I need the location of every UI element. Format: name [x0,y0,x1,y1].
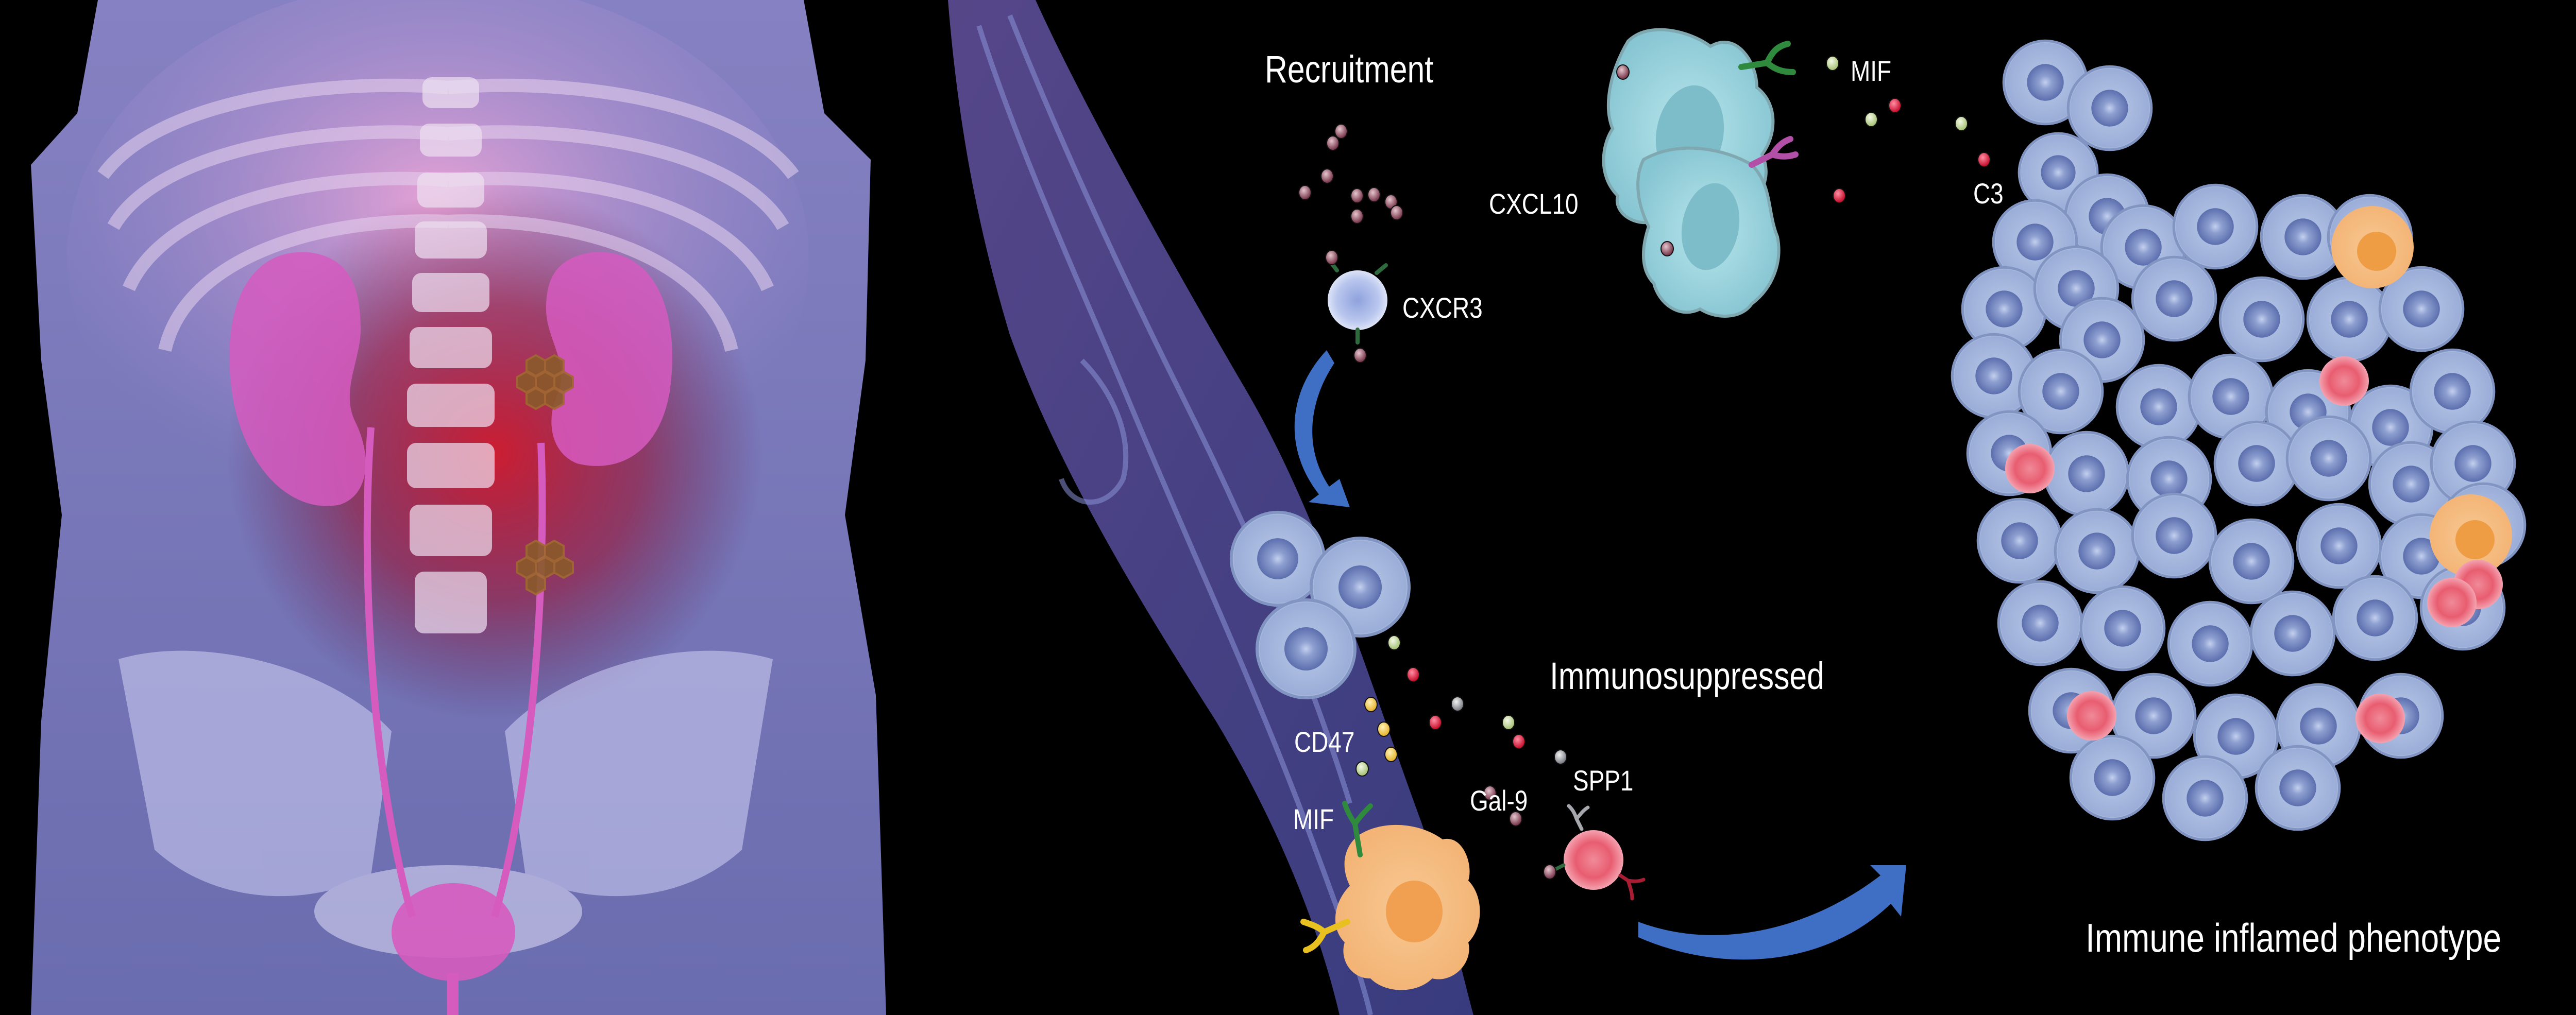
ligand-ball [1543,864,1556,880]
arrow-recruitment-icon [1294,350,1350,507]
ligand-ball [1320,168,1334,184]
ligand-ball [1865,112,1878,127]
t-cell-pink [1551,804,1646,901]
label-mif-top: MIF [1851,55,1892,87]
ligand-ball [1554,749,1567,765]
ligand-ball [1502,715,1515,730]
t-cell-infiltrating [2319,356,2369,406]
label-mif-bottom: MIF [1293,803,1334,835]
ligand-ball [1325,250,1338,265]
tumor-cell [2287,417,2370,500]
bladder [392,883,515,981]
macrophage-orange [1300,801,1480,990]
ligand-ball [1451,696,1464,712]
tumor-cell [2256,746,2340,830]
label-cxcr3: CXCR3 [1402,291,1483,324]
tumor-cell [2251,592,2334,675]
tumor-cell [2333,576,2417,660]
tumor-cell [2045,432,2128,515]
tumor-cell [1978,499,2061,582]
tumor-cell [2308,278,2391,361]
kidney-left [229,252,366,506]
label-gal9: Gal-9 [1470,784,1528,817]
label-cd47: CD47 [1294,726,1355,758]
t-cell-infiltrating [2355,694,2405,743]
arm-xray [948,0,1473,1015]
ligand-ball [1826,56,1839,71]
macrophage-orange-cluster [2430,494,2512,577]
tumor-cell [2411,350,2494,433]
tumor-cell [2174,185,2257,268]
urethra [447,973,459,1015]
tumor-nodule-kidney [516,354,574,410]
ligand-ball [1377,721,1391,737]
tumor-cell [2297,504,2381,588]
macrophage-teal-bottom [1636,146,1781,318]
macrophage-orange-cluster [2331,206,2414,288]
label-immunosuppressed: Immunosuppressed [1550,655,1824,697]
ligand-ball [1353,348,1367,363]
kidney-right [546,252,672,466]
pelvis [118,650,773,958]
ligand-ball [1429,715,1442,730]
tumor-cell [2215,422,2298,505]
ureter-right [491,442,546,918]
label-immune-inflamed-phenotype: Immune inflamed phenotype [2086,915,2502,960]
ligand-ball [1955,116,1968,131]
mif-receptor-icon [1738,41,1796,75]
mif-receptor-bottom-icon [1342,801,1373,857]
label-spp1: SPP1 [1573,764,1634,797]
ligand-ball [1512,734,1526,749]
spine [407,77,495,633]
ligands [1298,56,1991,880]
c3-receptor-icon [1749,136,1799,168]
label-c3: C3 [1973,177,2004,210]
ureter-left [363,427,416,918]
tumor-cell [2168,602,2252,685]
t-cell-infiltrating [2005,444,2055,493]
ligand-ball [1350,209,1364,224]
tumor-cell [1998,581,2082,665]
ligand-ball [1390,205,1403,220]
ligand-ball [1616,64,1630,80]
ligand-ball [1660,241,1674,256]
tumor-cell [2132,257,2216,340]
tumor-cell [2220,278,2303,361]
label-cxcl10: CXCL10 [1489,187,1579,220]
ligand-ball [1367,187,1381,202]
ligand-ball [1509,811,1522,827]
tumor-cell-cluster-large [1952,175,2525,840]
ligand-ball [1334,124,1348,139]
ligand-ball [1355,761,1369,777]
tumor-cell [2081,587,2164,670]
ligand-ball [1406,667,1420,682]
tumor-cell [2210,520,2293,603]
ligand-ball [1350,188,1364,203]
cd47-receptor-icon [1300,919,1350,953]
ligand-ball [1298,185,1312,200]
tumor-cell [2132,494,2216,577]
t-cell-infiltrating [2067,691,2116,741]
ligand-ball [1387,635,1401,650]
ligand-ball [1483,785,1497,801]
tumor-cell [2055,509,2139,593]
lymphocyte-cxcr3 [1327,258,1388,345]
label-recruitment: Recruitment [1265,48,1434,91]
tumor-cell [2071,736,2154,819]
ligand-ball [1833,188,1846,203]
ligand-ball [1384,747,1398,762]
tumor-nodule-ureter [516,539,574,596]
arrow-phenotype-icon [1638,865,1906,960]
ligand-ball [1326,135,1340,151]
tumor-cell [2117,365,2200,449]
ligand-ball [1977,152,1991,167]
ribcage [97,78,799,352]
tumor-cell [2163,756,2247,840]
ligand-ball [1888,98,1902,113]
t-cell-infiltrating [2427,578,2477,627]
torso-xray [0,0,907,1015]
ligand-ball [1364,697,1378,712]
